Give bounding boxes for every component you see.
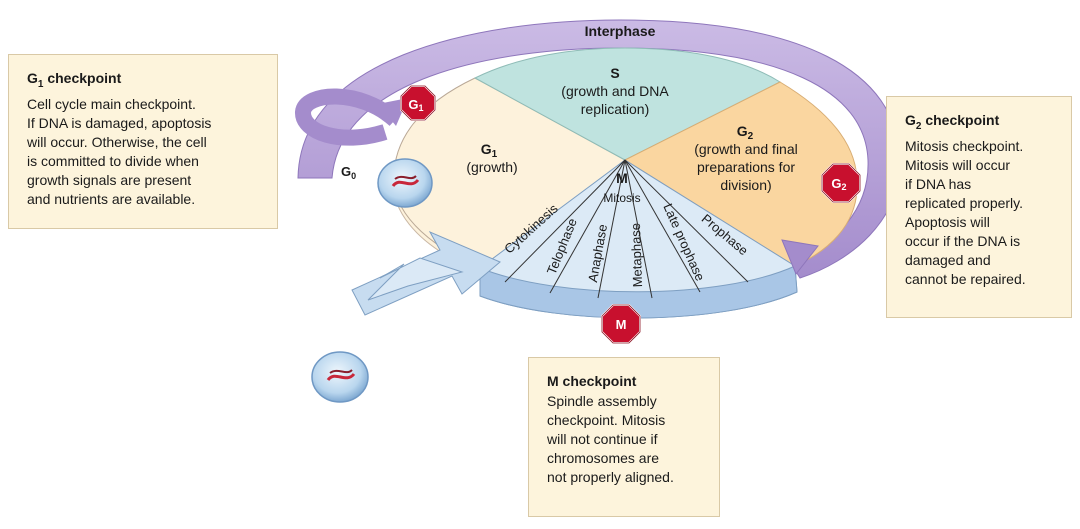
g1-callout-line-4: is committed to divide when [27, 152, 199, 169]
g2-stop-sub: 2 [842, 182, 847, 192]
m-callout-line-3: will not continue if [547, 431, 658, 447]
m-callout-title: M checkpoint [547, 373, 637, 389]
svg-text:G2: G2 [831, 176, 846, 192]
g1-callout-title: G1 checkpoint [27, 69, 263, 94]
g1-callout-title-sub: 1 [37, 78, 44, 90]
ring-arrowhead [781, 239, 819, 275]
exit-arrow-head [367, 257, 464, 301]
g1-stop-main: G [408, 97, 418, 112]
g1-stop-sub: 1 [419, 103, 424, 113]
m-callout-line-2: checkpoint. Mitosis [547, 412, 666, 428]
g1-callout-line-3: will occur. Otherwise, the cell [27, 133, 207, 150]
s-phase-name: S [610, 65, 619, 81]
cell-image-bottom [311, 351, 369, 403]
m-stop-main: M [616, 317, 627, 332]
g1-phase-desc: (growth) [466, 159, 517, 175]
m-stop-sign: M [601, 304, 641, 344]
g2-callout-title: G2 checkpoint [905, 111, 1061, 136]
g2-phase-desc-3: division) [720, 177, 771, 193]
g2-callout-line-7: damaged and [905, 251, 991, 268]
g2-callout-line-5: Apoptosis will [905, 213, 990, 230]
interphase-ring [297, 19, 901, 279]
g2-callout-line-3: if DNA has [905, 175, 972, 192]
g1-stop-sign: G1 [400, 85, 436, 121]
g2-stop-main: G [831, 176, 841, 191]
m-callout-line-1: Spindle assembly [547, 393, 657, 409]
s-phase-desc-1: (growth and DNA [561, 83, 669, 99]
g1-phase-label: G1 (growth) [466, 141, 517, 175]
interphase-label: Interphase [585, 23, 656, 39]
m-callout-line-4: chromosomes are [547, 450, 660, 466]
g2-stop-sign: G2 [821, 163, 861, 203]
svg-text:G2: G2 [737, 123, 754, 142]
s-phase-desc-2: replication) [581, 101, 649, 117]
mitosis-label: Mitosis [603, 191, 640, 205]
g1-checkpoint-callout: G1 checkpoint Cell cycle main checkpoint… [8, 54, 278, 229]
g0-label-sub: 0 [351, 171, 356, 181]
g2-phase-name: G [737, 123, 748, 139]
g2-phase-desc-1: (growth and final [694, 141, 798, 157]
g2-phase-sub: 2 [748, 131, 754, 142]
stage-metaphase: Metaphase [628, 223, 645, 288]
g2-checkpoint-callout: G2 checkpoint Mitosis checkpoint. Mitosi… [886, 96, 1072, 318]
svg-text:G1: G1 [481, 141, 498, 160]
s-wedge [473, 47, 782, 161]
g0-label: G0 [341, 164, 356, 181]
g1-callout-title-rest: checkpoint [43, 70, 122, 86]
g1-callout-title-main: G [27, 70, 38, 86]
g1-phase-name: G [481, 141, 492, 157]
cell-image-top [377, 158, 433, 208]
g2-callout-title-rest: checkpoint [921, 112, 1000, 128]
g2-callout-line-2: Mitosis will occur [905, 156, 1011, 173]
g2-phase-label: G2 (growth and final preparations for di… [694, 123, 798, 193]
g2-phase-desc-2: preparations for [697, 159, 795, 175]
m-phase-name: M [616, 170, 628, 186]
g2-callout-line-4: replicated properly. [905, 194, 1024, 211]
g2-callout-line-6: occur if the DNA is [905, 232, 1021, 249]
g1-callout-line-2: If DNA is damaged, apoptosis [27, 114, 212, 131]
g0-label-main: G [341, 164, 351, 179]
g1-phase-sub: 1 [492, 149, 498, 160]
g2-callout-title-sub: 2 [915, 120, 922, 132]
g2-callout-title-main: G [905, 112, 916, 128]
s-phase-label: S (growth and DNA replication) [561, 65, 669, 117]
g2-callout-line-1: Mitosis checkpoint. [905, 137, 1024, 154]
g1-callout-line-1: Cell cycle main checkpoint. [27, 95, 196, 112]
m-callout-line-5: not properly aligned. [547, 469, 674, 485]
m-checkpoint-callout: M checkpoint Spindle assembly checkpoint… [528, 357, 720, 517]
g1-callout-line-5: growth signals are present [27, 171, 192, 188]
g1-callout-line-6: and nutrients are available. [27, 190, 196, 207]
svg-text:G1: G1 [408, 97, 423, 113]
g2-callout-line-8: cannot be repaired. [905, 270, 1026, 287]
